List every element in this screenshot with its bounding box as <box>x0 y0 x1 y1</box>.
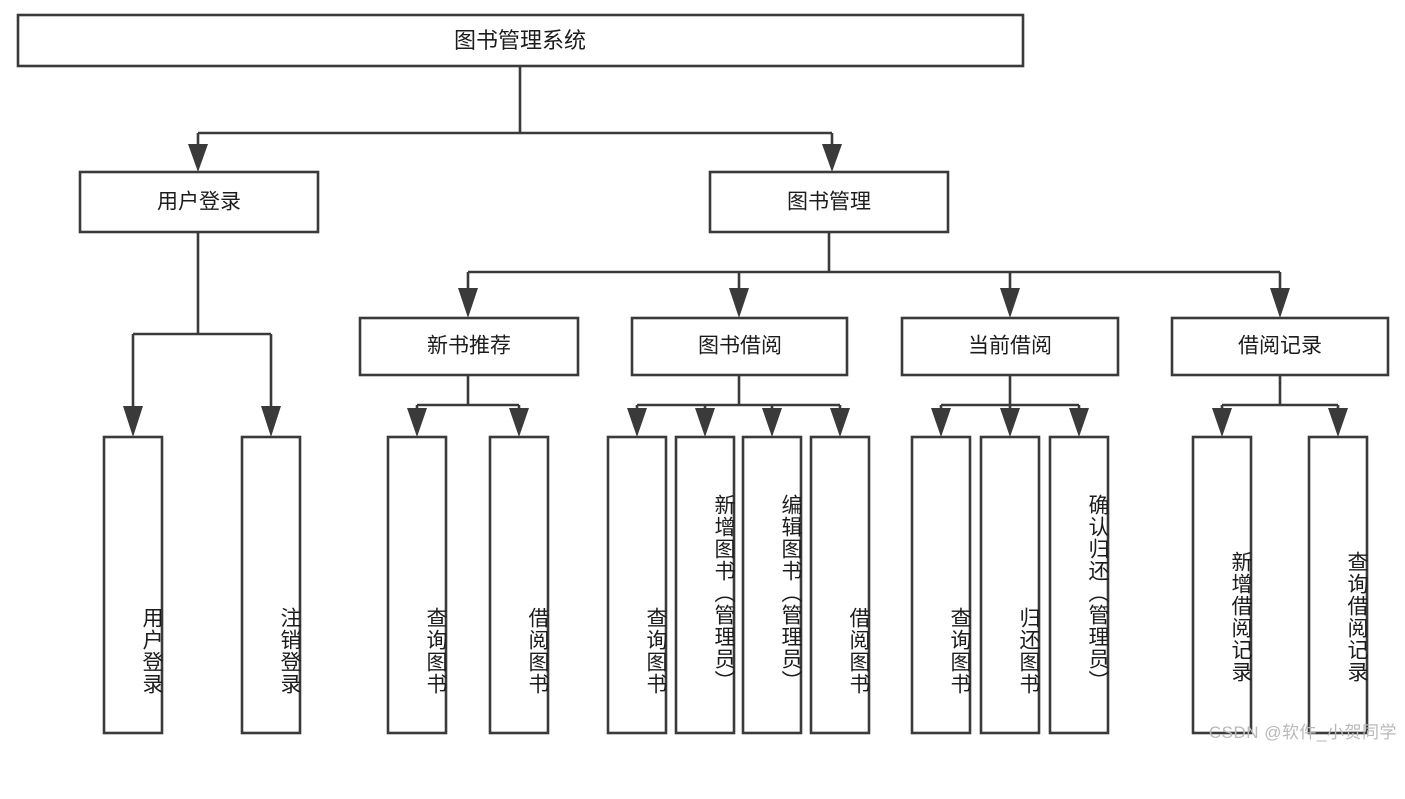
node-leaf-borrow-book-2[interactable] <box>809 435 871 735</box>
node-new-book-recommend[interactable] <box>358 316 580 377</box>
node-borrow-record-label: 借阅记录 <box>1238 335 1322 358</box>
csdn-watermark: CSDN @软件_小贺同学 <box>1208 723 1397 742</box>
functional-structure-diagram: 图书管理系统 用户登录 图书管理 新书推荐 图书借阅 当前借阅 借阅记录 用户登… <box>16 13 1397 742</box>
node-leaf-user-login[interactable] <box>102 435 164 735</box>
node-leaf-query-book-2[interactable] <box>606 435 668 735</box>
node-root-label: 图书管理系统 <box>454 28 586 53</box>
connector-root-to-level1 <box>188 66 842 172</box>
node-leaf-add-book[interactable] <box>674 435 736 735</box>
connector-bookborrow-to-leaves <box>627 375 850 437</box>
node-root[interactable] <box>16 13 1025 68</box>
node-book-management[interactable] <box>708 170 950 234</box>
connector-borrowrecord-to-leaves <box>1212 375 1348 437</box>
node-current-borrow[interactable] <box>900 316 1120 377</box>
node-leaf-borrow-book-1[interactable] <box>488 435 550 735</box>
node-leaf-query-book-3[interactable] <box>910 435 972 735</box>
node-book-borrow[interactable] <box>630 316 849 377</box>
connector-bookmanagement-to-level2 <box>458 232 1290 318</box>
node-borrow-record[interactable] <box>1170 316 1390 377</box>
node-book-borrow-label: 图书借阅 <box>698 335 782 358</box>
node-leaf-query-record[interactable] <box>1307 435 1369 735</box>
node-user-login[interactable] <box>78 170 320 234</box>
node-leaf-edit-book[interactable] <box>741 435 803 735</box>
node-leaf-add-record[interactable] <box>1191 435 1253 735</box>
node-current-borrow-label: 当前借阅 <box>968 335 1052 358</box>
connector-currentborrow-to-leaves <box>931 375 1089 437</box>
node-leaf-confirm-return[interactable] <box>1048 435 1110 735</box>
node-leaf-return-book[interactable] <box>979 435 1041 735</box>
connector-userlogin-to-leaves <box>123 232 281 437</box>
node-user-login-label: 用户登录 <box>157 191 241 214</box>
node-leaf-query-book-1[interactable] <box>386 435 448 735</box>
diagram-canvas: 图书管理系统 用户登录 图书管理 新书推荐 图书借阅 当前借阅 借阅记录 <box>16 13 1390 735</box>
connector-newbook-to-leaves <box>407 375 529 437</box>
node-book-management-label: 图书管理 <box>787 191 871 214</box>
node-leaf-logout-login[interactable] <box>240 435 302 735</box>
node-new-book-recommend-label: 新书推荐 <box>427 335 511 358</box>
